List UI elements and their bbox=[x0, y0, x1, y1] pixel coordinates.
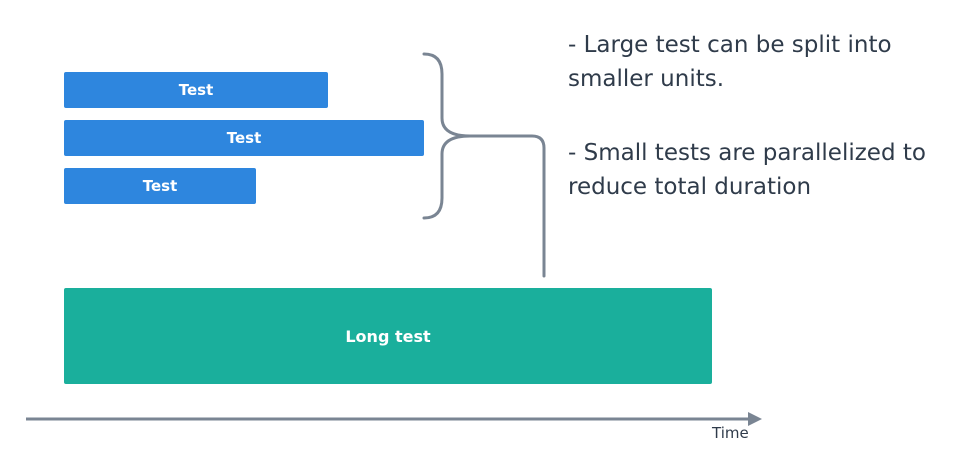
test-bar-1-label: Test bbox=[178, 81, 214, 99]
long-test-bar-label: Long test bbox=[345, 326, 431, 346]
notes-panel: - Large test can be split into smaller u… bbox=[568, 28, 968, 244]
test-bar-3-label: Test bbox=[142, 177, 178, 195]
note-split: - Large test can be split into smaller u… bbox=[568, 32, 892, 92]
test-bar-1: Test bbox=[64, 72, 328, 108]
note-parallel: - Small tests are parallelized to reduce… bbox=[568, 140, 926, 200]
test-bar-2: Test bbox=[64, 120, 424, 156]
time-axis-arrowhead bbox=[748, 412, 762, 426]
long-test-bar: Long test bbox=[64, 288, 712, 384]
test-bar-3: Test bbox=[64, 168, 256, 204]
grouping-brace bbox=[422, 52, 471, 220]
time-axis-label: Time bbox=[712, 424, 749, 442]
test-bar-2-label: Test bbox=[226, 129, 262, 147]
brace-connector bbox=[468, 134, 546, 278]
